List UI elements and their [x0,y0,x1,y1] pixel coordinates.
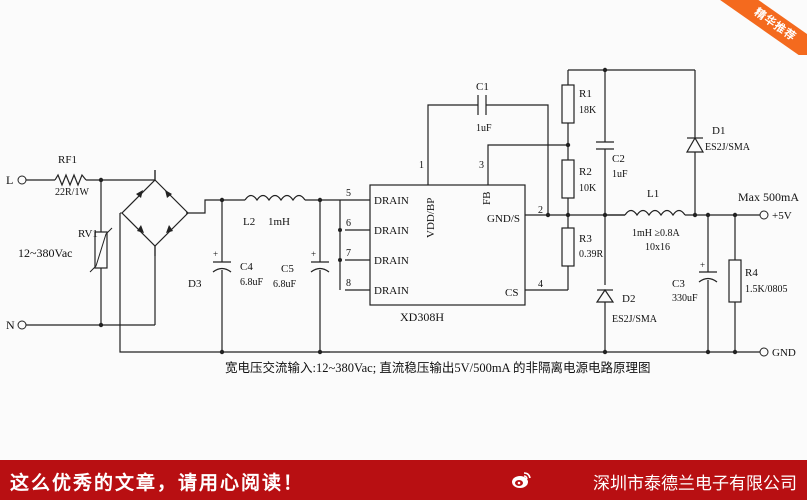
label-R1: R1 [579,88,592,100]
footer-bar: 这么优秀的文章，请用心阅读！ 深圳市泰德兰电子有限公司 [0,460,807,500]
weibo-icon [512,472,531,488]
label-output-voltage: +5V [772,210,792,222]
pin-3: 3 [479,160,484,171]
label-C2-value: 1uF [612,169,628,180]
svg-text:+: + [700,260,705,270]
diode-D2 [595,288,615,303]
label-L2: L2 [243,216,255,228]
label-L: L [6,173,13,187]
resistor-R4 [728,259,742,303]
label-C2: C2 [612,153,625,165]
label-max-current: Max 500mA [738,190,799,204]
label-C5: C5 [281,263,294,275]
terminal-out [759,210,769,220]
resistor-R1 [561,84,575,124]
pin-5: 5 [346,188,351,199]
label-R2: R2 [579,166,592,178]
pin-7: 7 [346,248,351,259]
badge-text: 精华推荐 [719,0,807,55]
pin-8: 8 [346,278,351,289]
ic-cs: CS [505,287,518,299]
label-R4: R4 [745,267,758,279]
resistor-R2 [561,159,575,199]
label-R3-value: 0.39R [579,249,604,260]
inductor-L1 [624,209,686,217]
pin-6: 6 [346,218,351,229]
label-D1-value: ES2J/SMA [705,142,751,153]
schematic: L RF1 22R/1W RV1 12~380Vac N D3 L2 1mH [6,67,799,375]
label-C3-value: 330uF [672,293,698,304]
resistor-RF1 [54,173,87,187]
inductor-L2 [244,194,306,202]
label-gnd: GND [772,347,796,359]
terminal-gnd [759,347,769,357]
label-C5-value: 6.8uF [273,279,297,290]
ic-XD308H [369,184,526,306]
label-C4: C4 [240,261,253,273]
label-RV1: RV1 [78,228,98,240]
label-D1: D1 [712,125,725,137]
label-C1: C1 [476,81,489,93]
pin-2: 2 [538,205,543,216]
resistor-R3 [561,227,575,267]
svg-text:+: + [213,249,218,259]
diagram-caption: 宽电压交流输入:12~380Vac; 直流稳压输出5V/500mA 的非隔离电源… [225,360,651,375]
label-L2-value: 1mH [268,216,290,228]
ic-fb: FB [481,192,493,205]
label-C3: C3 [672,278,685,290]
label-R2-value: 10K [579,183,597,194]
ic-drain-4: DRAIN [374,285,409,297]
pin-4: 4 [538,279,543,290]
ic-drain-3: DRAIN [374,255,409,267]
label-RF1-value: 22R/1W [55,187,89,198]
ic-gnds: GND/S [487,213,520,225]
ic-drain-1: DRAIN [374,195,409,207]
label-C1-value: 1uF [476,123,492,134]
label-RF1: RF1 [58,154,77,166]
label-L1: L1 [647,188,659,200]
label-C4-value: 6.8uF [240,277,264,288]
label-D3: D3 [188,278,202,290]
pin-1: 1 [419,160,424,171]
footer-company: 深圳市泰德兰电子有限公司 [593,474,797,494]
label-R4-value: 1.5K/0805 [745,284,788,295]
footer-slogan: 这么优秀的文章，请用心阅读！ [10,472,305,494]
label-L1-value-2: 10x16 [645,242,670,253]
corner-badge: 精华推荐 [717,0,807,55]
ic-drain-2: DRAIN [374,225,409,237]
label-N: N [6,318,15,332]
terminal-L [17,175,27,185]
label-ic: XD308H [400,310,444,324]
diode-D1 [685,136,705,153]
label-R3: R3 [579,233,592,245]
label-R1-value: 18K [579,105,597,116]
label-input-range: 12~380Vac [18,246,72,260]
label-D2-value: ES2J/SMA [612,314,658,325]
terminal-N [17,320,27,330]
label-L1-value-1: 1mH ≥0.8A [632,228,680,239]
ic-vdd: VDD/BP [425,198,437,238]
svg-text:+: + [311,249,316,259]
label-D2: D2 [622,293,635,305]
